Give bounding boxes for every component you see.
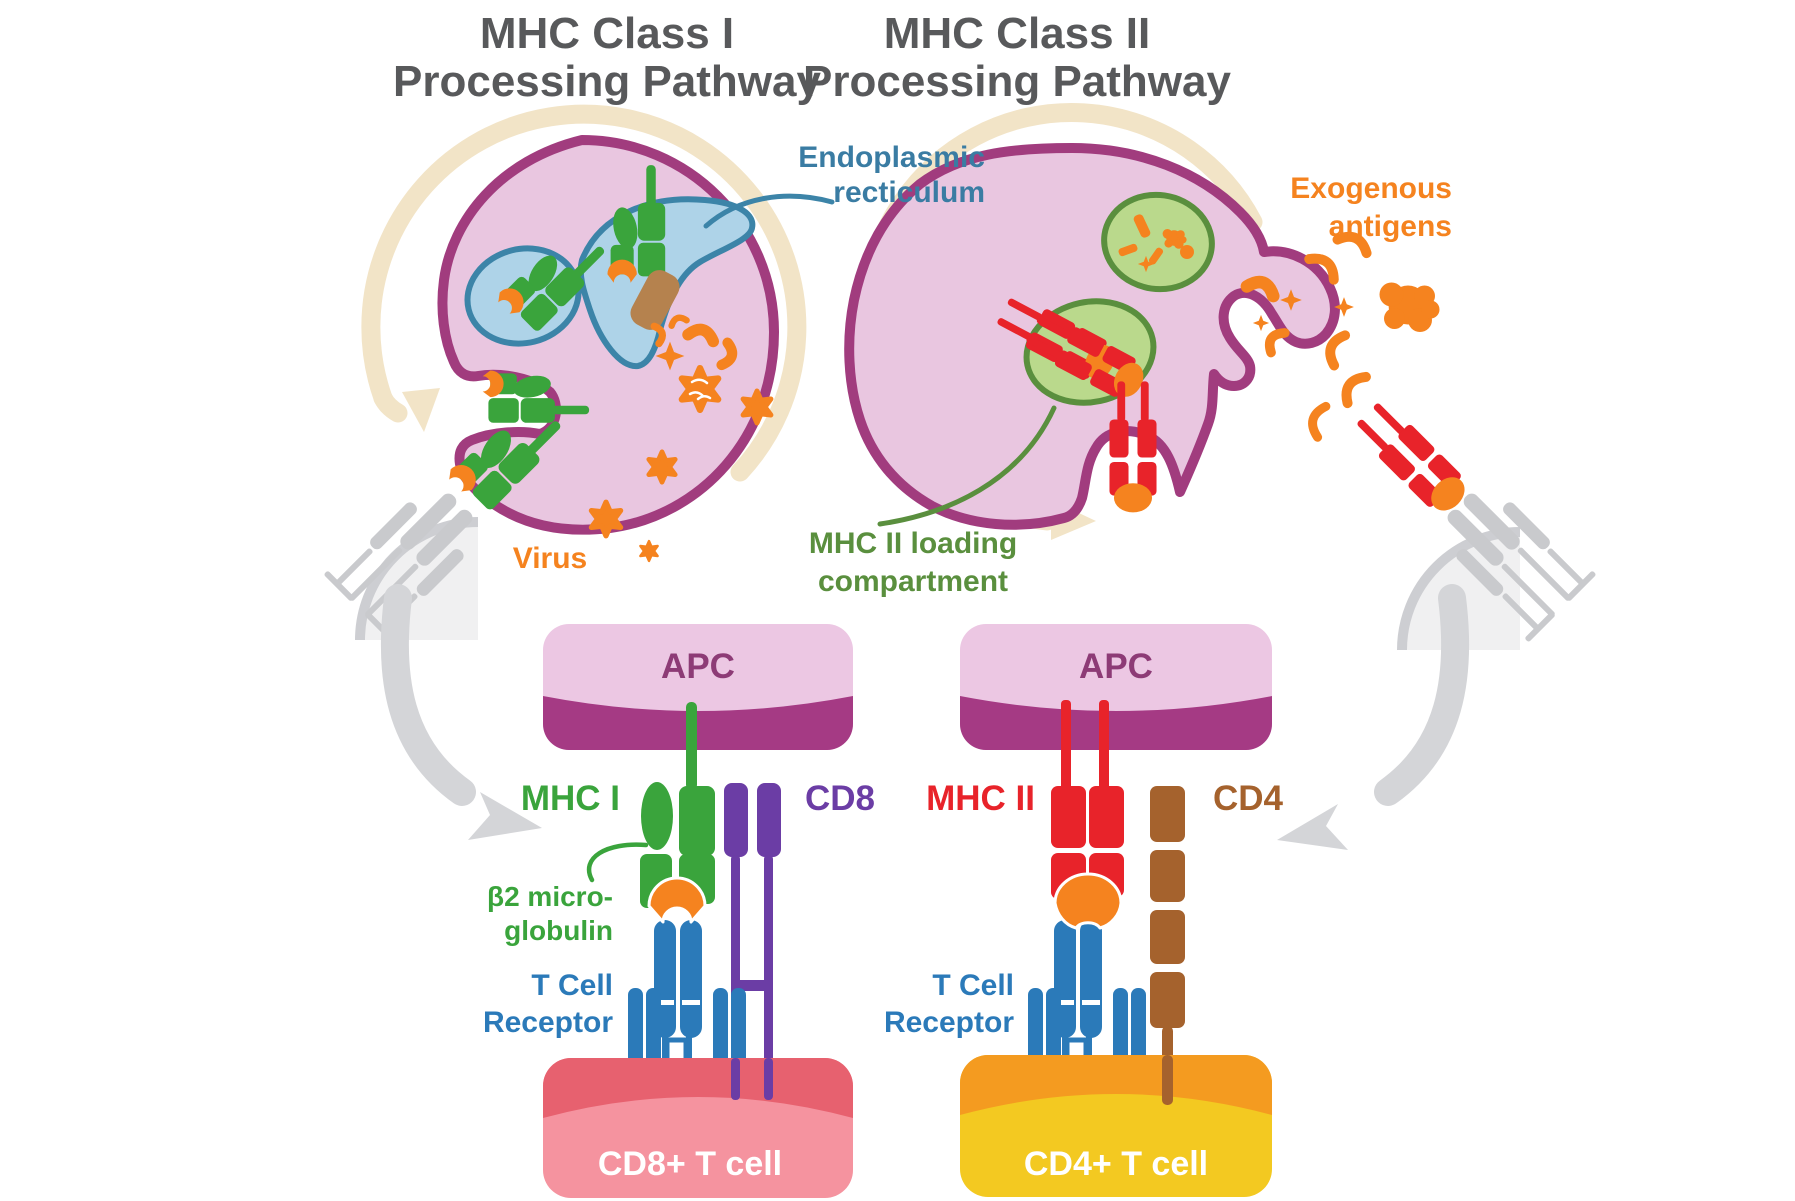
er-label-leader — [703, 193, 835, 229]
tcr2-label-line1: T Cell — [932, 969, 1014, 1002]
tcr2-label-line2: Receptor — [884, 1006, 1014, 1039]
mhc1-molecule — [640, 702, 715, 908]
apc-label-class2: APC — [1079, 647, 1153, 686]
apc-cell-class1 — [437, 135, 779, 535]
cd8-label: CD8 — [805, 779, 875, 818]
title-class2-line2: Processing Pathway — [803, 57, 1231, 106]
mhc2-loading-compartment — [992, 291, 1157, 406]
mhc2-displayed-to-tcell — [1350, 396, 1475, 521]
recycling-arrow-class1 — [361, 104, 807, 482]
cd4-tcell-membrane — [960, 1055, 1272, 1197]
virus-label: Virus — [513, 542, 588, 575]
synapse-class2 — [960, 624, 1272, 1197]
antigen-peptide-class2 — [1053, 872, 1123, 930]
title-class1-line2: Processing Pathway — [393, 57, 821, 106]
cd8-tcell-membrane — [543, 1058, 853, 1198]
cd8-tcell-label: CD8+ T cell — [598, 1145, 782, 1183]
apc-cell-class2 — [844, 143, 1340, 530]
title-class1-line1: MHC Class I — [480, 9, 734, 58]
loading-label-line1: MHC II loading — [809, 527, 1017, 560]
cd4-molecule — [1150, 786, 1185, 1106]
virus-particles-inside — [649, 368, 771, 482]
er-label-line2: recticulum — [833, 176, 985, 209]
synapse-class1 — [543, 624, 853, 1198]
proteasome — [630, 270, 680, 330]
apc-membrane-class2 — [960, 624, 1272, 750]
er-label-line1: Endoplasmic — [798, 141, 985, 174]
b2m-label-line1: β2 micro- — [487, 881, 613, 912]
phagosome-compartment — [1101, 191, 1215, 293]
title-class2-line1: MHC Class II — [884, 9, 1151, 58]
apc-membrane-class1 — [543, 624, 853, 750]
cd4-label: CD4 — [1213, 779, 1284, 818]
tcr1-label-line1: T Cell — [531, 969, 613, 1002]
cd4-tcell-label: CD4+ T cell — [1024, 1145, 1208, 1183]
antigen-peptide-class1 — [647, 876, 707, 924]
mhc2-label: MHC II — [926, 779, 1035, 818]
loading-label-line2: compartment — [818, 565, 1008, 598]
mhc1-label: MHC I — [521, 779, 620, 818]
apc-label-class1: APC — [661, 647, 735, 686]
flow-arrow-left-icon — [380, 584, 542, 840]
b2m-label-line2: globulin — [504, 915, 613, 946]
exogenous-label-line2: antigens — [1329, 210, 1452, 243]
exogenous-label-line1: Exogenous — [1290, 172, 1452, 205]
tcr1-label-line2: Receptor — [483, 1006, 613, 1039]
b2m-label-leader — [586, 842, 649, 883]
flow-arrow-right-icon — [1277, 584, 1470, 850]
loading-label-leader — [877, 405, 1057, 527]
